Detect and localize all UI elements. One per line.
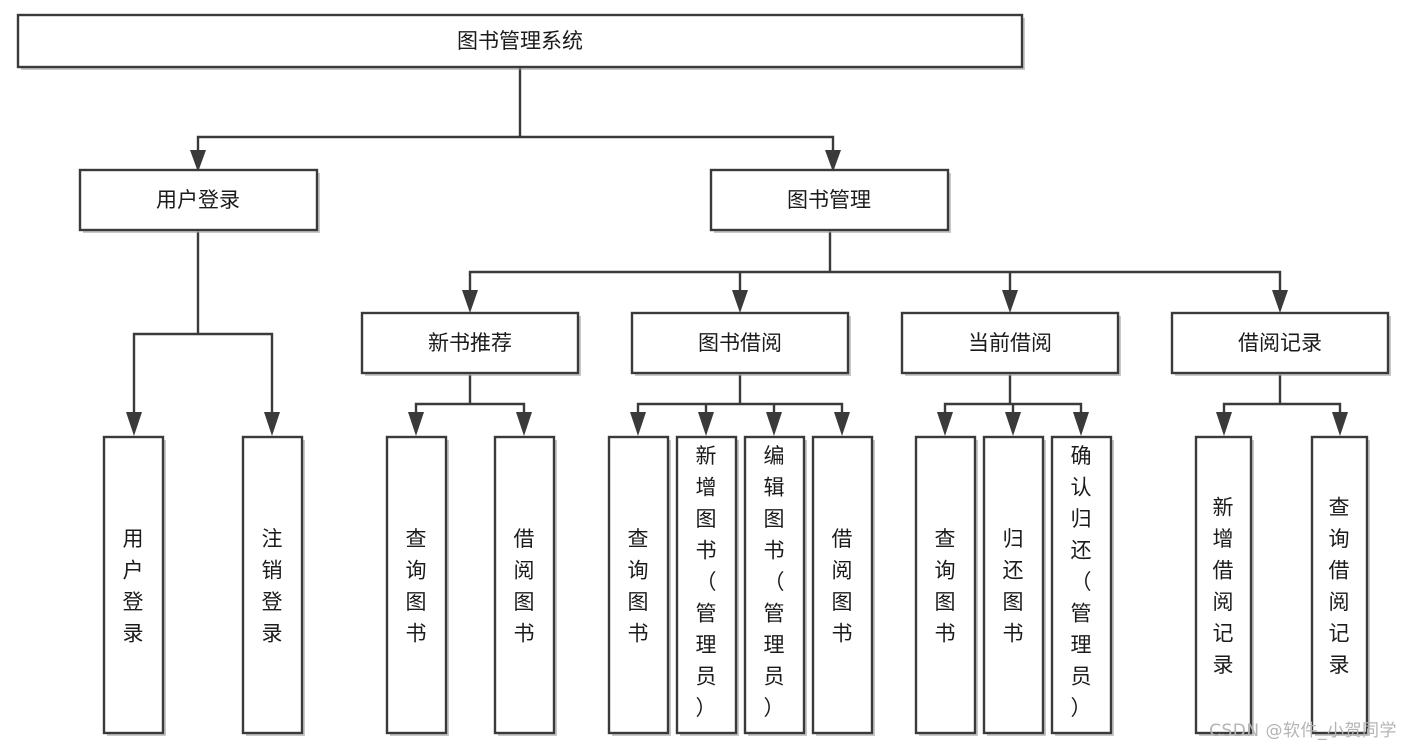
leaf-logout-label: 注销登录 [262,527,283,646]
new-book-rec-box[interactable] [360,311,580,375]
arrow-to-leaf-query-book-1 [408,412,424,436]
new-book-rec-label: 新书推荐 [428,331,512,355]
leaf-query-book-2-box[interactable] [607,435,670,735]
connector-borrow-record-to-leaves [1222,374,1342,420]
arrow-to-leaf-borrow-book-2 [834,412,850,436]
connector-new-book-rec-to-leaves [414,374,526,420]
borrow-record-box[interactable] [1170,311,1390,375]
arrow-to-leaf-query-book-2 [630,412,646,436]
node-leaf-logout[interactable]: 注销登录 [241,435,305,736]
leaf-add-book-label: 新增图书（管理员） [696,444,717,720]
leaf-borrow-book-2-label: 借阅图书 [832,527,853,646]
leaf-add-record-box[interactable] [1194,435,1253,735]
book-borrow-label: 图书借阅 [698,331,782,355]
arrow-to-leaf-query-book-3 [937,412,953,436]
node-new-book-rec[interactable]: 新书推荐 [360,311,581,376]
node-leaf-add-record[interactable]: 新增借阅记录 [1194,435,1254,736]
arrow-to-book-borrow [732,290,748,313]
connector-root-to-level2 [196,66,835,160]
leaf-logout-box[interactable] [241,435,304,735]
arrow-to-borrow-record [1272,290,1288,313]
arrow-to-leaf-return-book [1005,412,1021,436]
node-leaf-query-record[interactable]: 查询借阅记录 [1310,435,1370,736]
current-borrow-box[interactable] [900,311,1120,375]
leaf-user-login-label: 用户登录 [123,527,144,646]
node-book-borrow[interactable]: 图书借阅 [630,311,851,376]
arrow-to-user-login [190,150,206,172]
borrow-record-label: 借阅记录 [1238,331,1322,355]
leaf-borrow-book-2-box[interactable] [811,435,874,735]
leaf-confirm-return-label: 确认归还（管理员） [1071,444,1092,720]
leaf-add-record-label: 新增借阅记录 [1213,496,1234,678]
arrow-to-book-manage [825,150,841,172]
leaf-return-book-box[interactable] [982,435,1045,735]
connector-book-borrow-to-leaves [636,374,844,420]
book-borrow-box[interactable] [630,311,850,375]
node-leaf-borrow-book-2[interactable]: 借阅图书 [811,435,875,736]
leaf-query-book-3-box[interactable] [914,435,977,735]
connector-book-manage-to-level3 [468,231,1282,294]
leaf-query-book-1-label: 查询图书 [406,527,427,646]
leaf-edit-book-label: 编辑图书（管理员） [764,444,785,720]
arrow-to-leaf-confirm-return [1073,412,1089,436]
leaf-query-book-2-label: 查询图书 [628,527,649,646]
leaf-borrow-book-1-label: 借阅图书 [514,527,535,646]
leaf-nodes-group: 用户登录 注销登录 查询图书 借阅图书 查询图书 [102,435,1370,736]
node-leaf-confirm-return[interactable]: 确认归还（管理员） [1050,435,1114,736]
user-login-label: 用户登录 [156,188,240,212]
leaf-query-book-3-label: 查询图书 [935,527,956,646]
node-leaf-edit-book[interactable]: 编辑图书（管理员） [743,435,807,736]
arrow-to-new-book-rec [462,290,478,313]
leaf-borrow-book-1-box[interactable] [493,435,556,735]
current-borrow-label: 当前借阅 [968,331,1052,355]
arrow-to-leaf-borrow-book-1 [516,412,532,436]
leaf-edit-book-box[interactable] [743,435,806,735]
connectors-group [126,66,1348,436]
node-leaf-query-book-2[interactable]: 查询图书 [607,435,671,736]
arrow-to-leaf-edit-book [766,412,782,436]
node-leaf-query-book-1[interactable]: 查询图书 [385,435,449,736]
arrow-to-leaf-query-record [1332,412,1348,436]
node-leaf-user-login[interactable]: 用户登录 [102,435,166,736]
leaf-query-book-1-box[interactable] [385,435,448,735]
node-leaf-return-book[interactable]: 归还图书 [982,435,1046,736]
node-borrow-record[interactable]: 借阅记录 [1170,311,1391,376]
leaf-confirm-return-box[interactable] [1050,435,1113,735]
leaf-add-book-box[interactable] [675,435,738,735]
node-root[interactable]: 图书管理系统 [16,13,1025,70]
node-leaf-add-book[interactable]: 新增图书（管理员） [675,435,739,736]
connector-user-login-to-leaves [132,231,274,422]
arrow-to-current-borrow [1002,290,1018,313]
node-leaf-borrow-book-1[interactable]: 借阅图书 [493,435,557,736]
node-current-borrow[interactable]: 当前借阅 [900,311,1121,376]
leaf-query-record-box[interactable] [1310,435,1369,735]
node-user-login[interactable]: 用户登录 [78,168,320,233]
root-box[interactable] [16,13,1024,69]
node-book-manage[interactable]: 图书管理 [709,168,951,233]
node-leaf-query-book-3[interactable]: 查询图书 [914,435,978,736]
arrow-to-leaf-add-record [1216,412,1232,436]
book-manage-box[interactable] [709,168,950,232]
arrow-to-leaf-logout [264,412,280,436]
leaf-query-record-label: 查询借阅记录 [1329,496,1350,678]
book-manage-label: 图书管理 [787,188,871,212]
connector-current-borrow-to-leaves [943,374,1083,420]
root-label: 图书管理系统 [457,29,583,53]
leaf-user-login-box[interactable] [102,435,165,735]
arrow-to-leaf-add-book [698,412,714,436]
arrow-to-leaf-user-login [126,412,142,436]
user-login-box[interactable] [78,168,319,232]
leaf-return-book-label: 归还图书 [1003,527,1024,646]
